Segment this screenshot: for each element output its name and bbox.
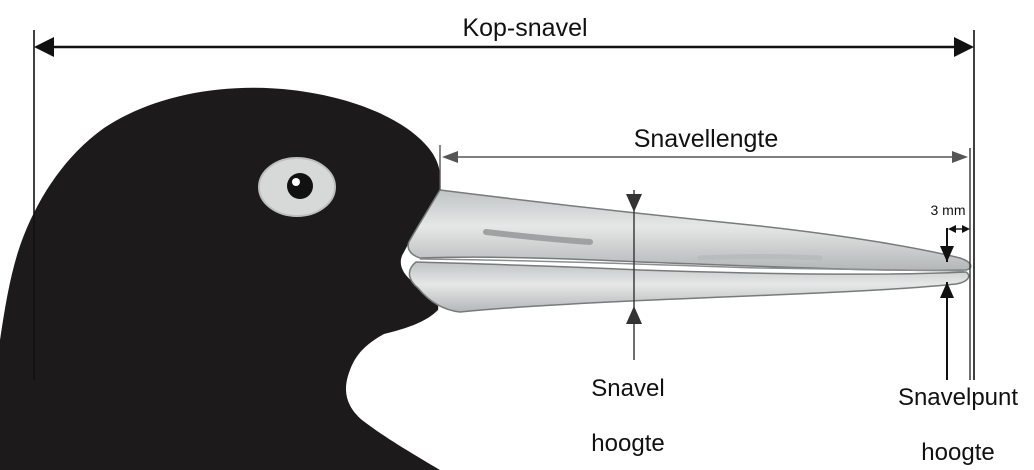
eye-pupil — [287, 173, 313, 199]
bill-height-bottom-arrow — [626, 306, 642, 324]
bill-height-label-line2: hoogte — [591, 430, 664, 457]
bill-shade-mark — [700, 257, 820, 259]
head-bill-right-arrow — [954, 37, 974, 57]
bill-length-left-arrow — [442, 151, 458, 163]
bill-height-label-line1: Snavel — [591, 375, 664, 402]
tip-offset-label: 3 mm — [931, 202, 966, 218]
bill-length-label: Snavellengte — [634, 125, 779, 153]
tip-offset-left-arrow — [948, 225, 956, 233]
eye-highlight — [292, 178, 300, 186]
bill-length-right-arrow — [952, 151, 968, 163]
bill-height-top-arrow — [626, 194, 642, 212]
tip-height-label-line2: hoogte — [921, 439, 994, 466]
head-bill-label: Kop-snavel — [462, 14, 587, 42]
head-bill-left-arrow — [34, 37, 54, 57]
bird-head — [0, 88, 440, 470]
tip-height-label-line1: Snavelpunt — [898, 384, 1018, 411]
tip-offset-right-arrow — [962, 225, 970, 233]
